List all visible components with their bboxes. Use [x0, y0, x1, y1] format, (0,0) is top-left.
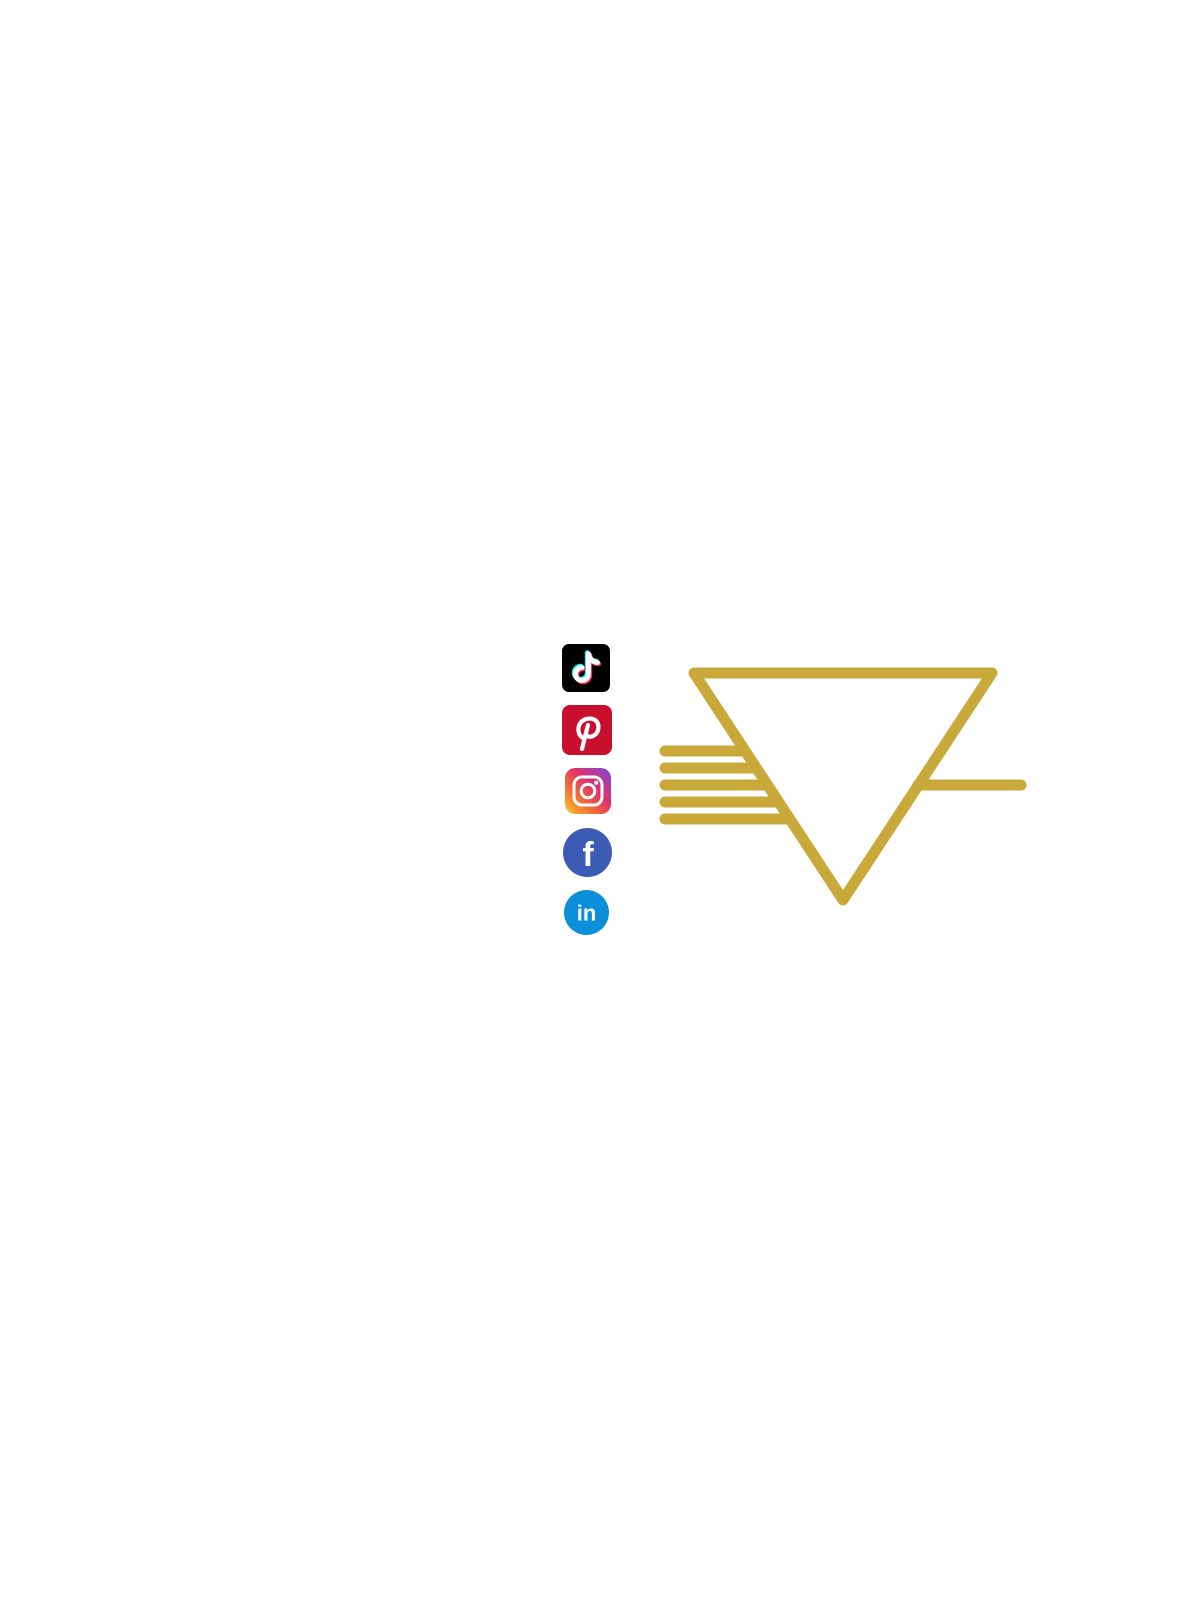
facebook-link[interactable]: f [563, 828, 612, 877]
instagram-icon [565, 768, 611, 814]
facebook-icon: f [563, 828, 612, 877]
instagram-link[interactable] [565, 768, 611, 814]
linkedin-icon: in [564, 890, 609, 935]
inverted-triangle-logo-icon [659, 667, 1027, 906]
facebook-glyph: f [582, 836, 594, 874]
tiktok-icon [562, 644, 610, 692]
social-links: f in [560, 643, 616, 939]
tiktok-link[interactable] [562, 644, 610, 692]
linkedin-glyph: in [577, 901, 597, 926]
brand-logo [655, 660, 1035, 910]
pinterest-link[interactable] [562, 705, 612, 755]
linkedin-link[interactable]: in [564, 890, 609, 935]
pinterest-icon [562, 705, 612, 755]
